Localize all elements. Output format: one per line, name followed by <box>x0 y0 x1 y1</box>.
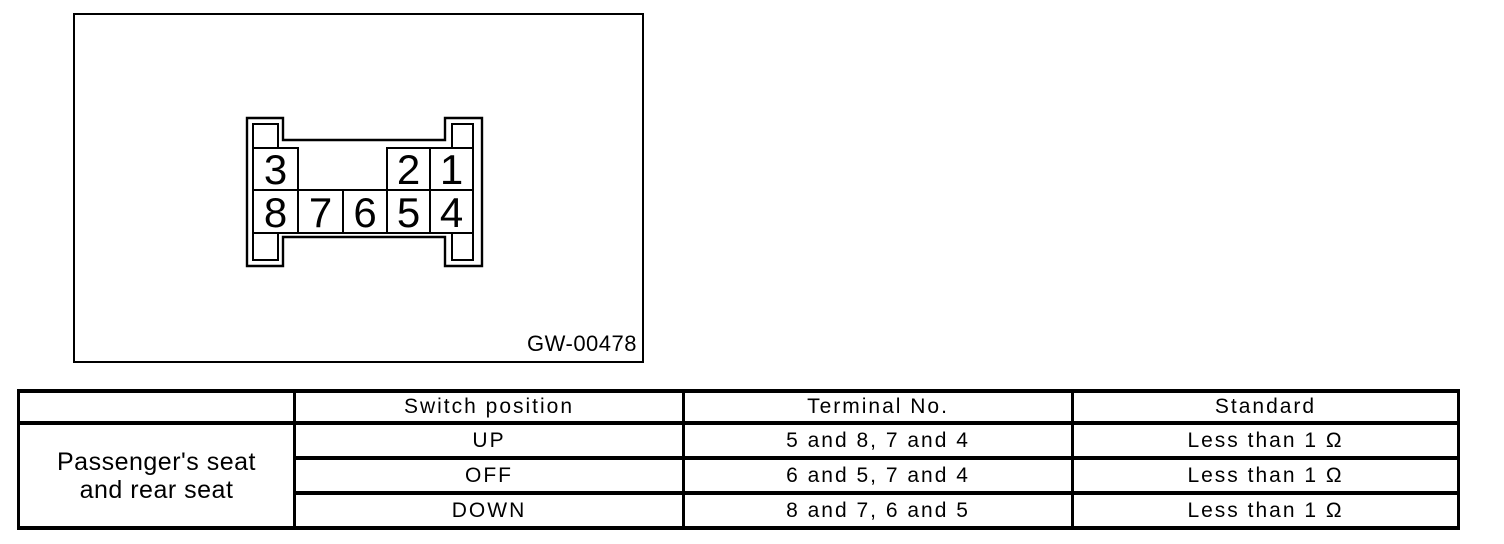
table-row: DOWN 8 and 7, 6 and 5 Less than 1 Ω <box>19 491 1460 530</box>
pin-number: 1 <box>440 146 463 193</box>
pin-number: 8 <box>264 189 287 236</box>
switch-position-value: OFF <box>293 456 685 495</box>
row-group-label: Passenger's seat and rear seat <box>17 421 296 530</box>
table-row: Passenger's seat and rear seat UP 5 and … <box>17 421 1460 530</box>
connector-figure-box: 3 2 1 8 7 6 5 4 GW-00478 <box>73 13 644 363</box>
table-row: OFF 6 and 5, 7 and 4 Less than 1 Ω <box>19 456 1460 495</box>
connector-housing-outline <box>245 116 484 268</box>
pin-number: 2 <box>397 146 420 193</box>
standard-value: Less than 1 Ω <box>1071 456 1460 495</box>
standard-value: Less than 1 Ω <box>1071 421 1460 460</box>
switch-position-value: UP <box>293 421 685 460</box>
terminal-no-value: 5 and 8, 7 and 4 <box>682 421 1074 460</box>
header-standard: Standard <box>1071 389 1460 425</box>
pin-number: 4 <box>440 189 463 236</box>
pin-cell-5 <box>386 189 431 234</box>
header-switch-position: Switch position <box>293 389 685 425</box>
connector-pinout-diagram: 3 2 1 8 7 6 5 4 <box>245 116 484 268</box>
pin-cell-4 <box>429 189 474 234</box>
pin-number: 5 <box>397 189 420 236</box>
terminal-no-value: 8 and 7, 6 and 5 <box>682 491 1074 530</box>
continuity-check-table: Switch position Terminal No. Standard Pa… <box>17 389 1460 530</box>
pin-cell-3 <box>252 147 299 191</box>
pin-number: 7 <box>309 189 332 236</box>
standard-value: Less than 1 Ω <box>1071 491 1460 530</box>
figure-caption: GW-00478 <box>527 331 637 356</box>
switch-position-value: DOWN <box>293 491 685 530</box>
header-terminal-no: Terminal No. <box>682 389 1074 425</box>
pin-cell-2 <box>386 147 431 191</box>
pin-number: 3 <box>264 146 287 193</box>
terminal-no-value: 6 and 5, 7 and 4 <box>682 456 1074 495</box>
table-header-row: Switch position Terminal No. Standard <box>17 389 1460 425</box>
header-empty <box>17 389 296 425</box>
pin-number: 6 <box>353 189 376 236</box>
